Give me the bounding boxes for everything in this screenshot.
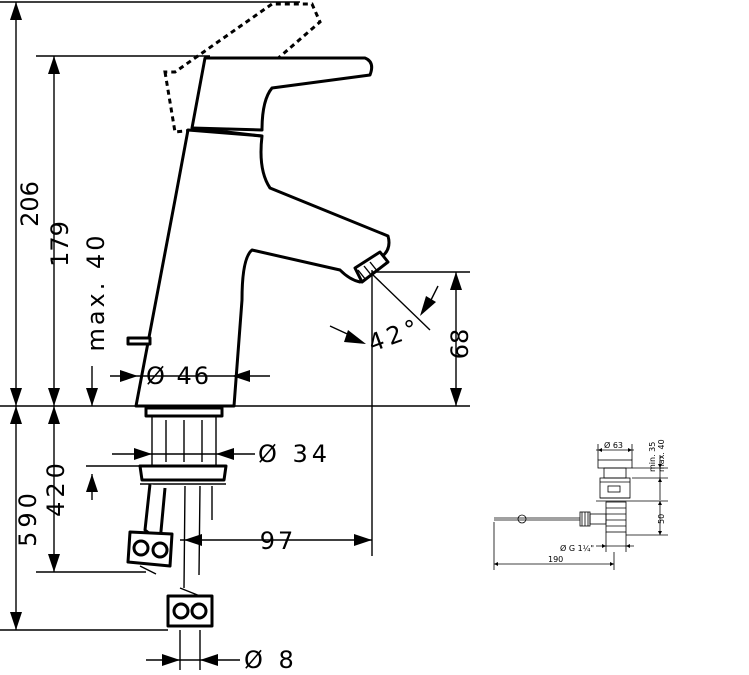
waste-dim-50: 50 (657, 514, 666, 524)
dim-590: 590 (14, 489, 42, 547)
aerator (353, 250, 390, 284)
faucet-body (134, 128, 391, 408)
dim-68: 68 (446, 329, 474, 360)
lever-raised-outline (163, 2, 322, 134)
waste-dim-thread: Ø G 1¼" (560, 543, 594, 553)
lever (190, 56, 374, 132)
dim-179: 179 (46, 221, 74, 267)
waste-body-top (603, 467, 627, 479)
waste-dim-min-35: min. 35 (648, 442, 657, 472)
dim-diameter-8: Ø 8 (244, 646, 298, 674)
dim-angle-42: 42° (364, 313, 425, 358)
angle-line (371, 273, 431, 331)
dim-420: 420 (42, 459, 70, 517)
dim-diameter-34: Ø 34 (258, 440, 331, 468)
popup-rod (126, 336, 152, 346)
base-washer (144, 406, 224, 418)
dim-206: 206 (16, 181, 44, 227)
waste-drawing: Ø 63 min. 35 max. 40 50 Ø G 1¼" 190 (493, 439, 668, 570)
waste-dim-190: 190 (548, 555, 563, 564)
dim-diameter-46: Ø 46 (146, 362, 211, 390)
faucet-drawing: 206 179 max. 40 Ø 46 Ø 34 68 4 (0, 1, 474, 674)
waste-tail (605, 501, 627, 533)
fixing-nut (138, 464, 228, 482)
lever-joint (191, 126, 263, 138)
dim-97: 97 (260, 527, 297, 555)
dim-max-40: max. 40 (82, 232, 110, 351)
waste-plug (597, 459, 633, 469)
waste-body (599, 477, 631, 499)
waste-dim-diameter-63: Ø 63 (604, 440, 623, 450)
waste-dim-max-40: max. 40 (657, 439, 666, 472)
